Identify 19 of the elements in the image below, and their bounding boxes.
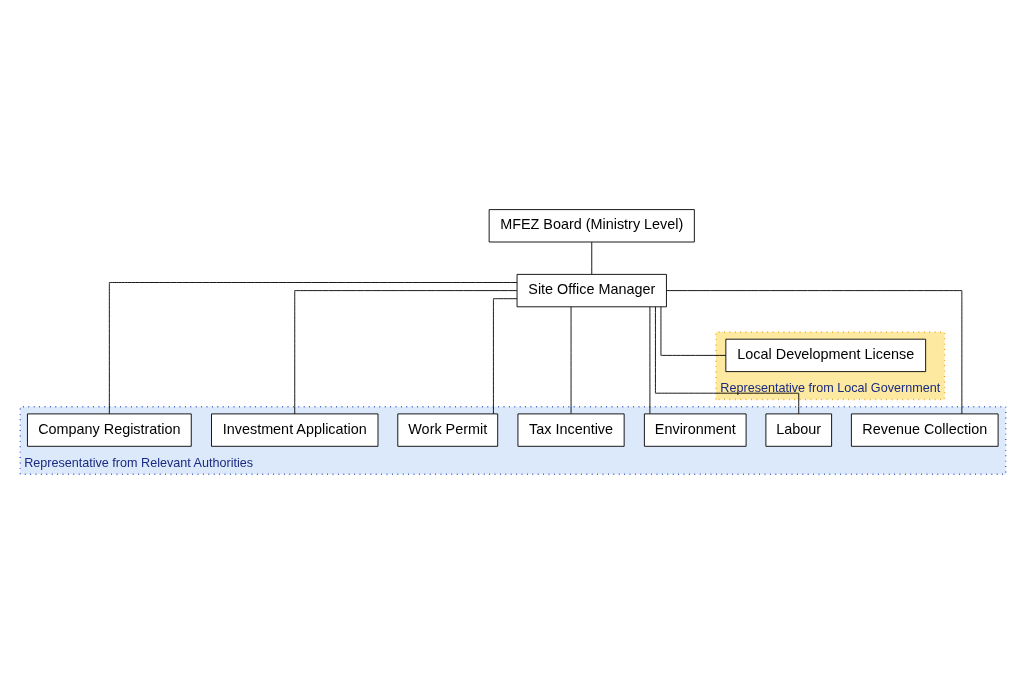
connector bbox=[108, 282, 518, 415]
connector bbox=[666, 290, 963, 415]
connector bbox=[294, 290, 518, 415]
connector bbox=[649, 306, 651, 414]
node-box: Environment bbox=[643, 413, 747, 447]
connector bbox=[570, 306, 572, 414]
node-box: Investment Application bbox=[211, 413, 379, 447]
connector bbox=[654, 306, 800, 415]
node-box: MFEZ Board (Ministry Level) bbox=[488, 209, 695, 243]
connector bbox=[492, 298, 518, 415]
node-box: Company Registration bbox=[27, 413, 192, 447]
node-box: Local Development License bbox=[725, 338, 927, 373]
node-box: Work Permit bbox=[397, 413, 499, 447]
node-box: Labour bbox=[765, 413, 833, 447]
connector bbox=[660, 306, 727, 356]
node-box: Site Office Manager bbox=[516, 273, 667, 308]
node-box: Tax Incentive bbox=[517, 413, 625, 447]
connector bbox=[591, 241, 593, 275]
node-box: Revenue Collection bbox=[850, 413, 999, 447]
